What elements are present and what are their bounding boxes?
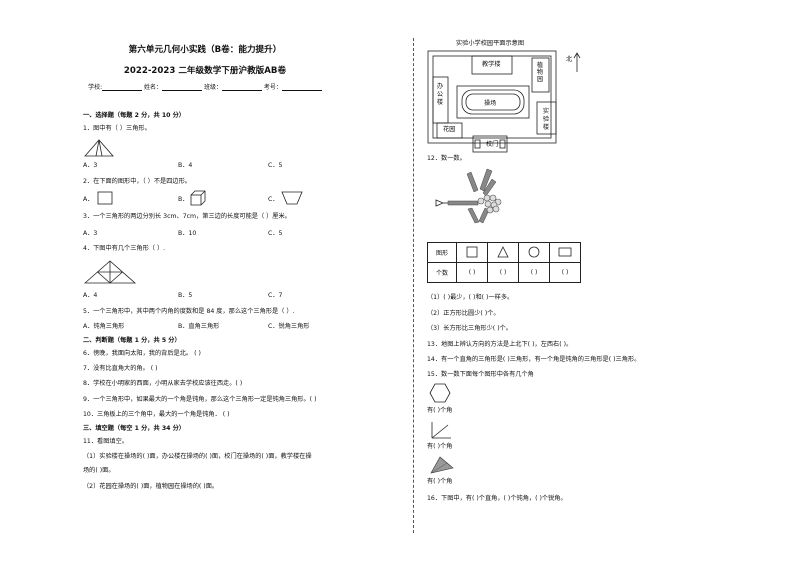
school-blank[interactable]	[102, 83, 143, 91]
question-3: 3．一个三角形的两边分别长 3cm、7cm，第三边的长度可能是（ ）厘米。	[83, 213, 291, 220]
number-blank[interactable]	[281, 83, 322, 91]
section-fill-heading: 三、填空题（每空 1 分，共 34 分）	[83, 425, 185, 432]
question-4: 4．下图中有几个三角形（ ）.	[83, 245, 166, 252]
table-cell-circle	[518, 242, 550, 263]
triangle-figure	[430, 456, 454, 474]
question-2: 2．在下面的图形中，（ ）不是四边形。	[83, 178, 191, 185]
q5-option-b[interactable]: B．直角三角形	[178, 323, 220, 330]
number-label: 考号：	[263, 84, 282, 91]
campus-map	[427, 50, 557, 153]
question-11: 11．看图填空。	[83, 438, 128, 445]
q1-triangle-figure	[84, 139, 114, 157]
triangle-icon	[497, 245, 509, 257]
question-11-part2: （2）花园在操场的( )面，植物园在操场的( )面。	[83, 483, 219, 490]
count-blank-triangle[interactable]: ( )	[487, 262, 519, 283]
student-info-line: 学校: 姓名： 班级： 考号：	[0, 82, 410, 91]
question-9: 9．一个三角形中，如果最大的一个角是钝角，那么这个三角形一定是钝角三角形。( )	[83, 396, 317, 403]
question-13: 13．地图上辨认方向的方法是上北下( )，左西右( )。	[427, 341, 573, 348]
map-label-lab-building: 实验楼	[542, 108, 550, 131]
q4-triangle-figure	[83, 260, 137, 284]
question-14: 14．有一个直角的三角形是( )三角形，有一个角是钝角的三角形是( )三角形。	[427, 356, 641, 363]
square-icon	[466, 246, 478, 257]
table-row-label-count: 个数	[427, 262, 457, 283]
q1-option-a[interactable]: A．3	[83, 162, 98, 169]
q15-answer-3: 有( )个角	[427, 478, 453, 485]
question-12-part1: （1）( )最少，( )和( )一样多。	[427, 294, 514, 301]
q1-option-c[interactable]: C．5	[268, 162, 283, 169]
rectangle-icon	[558, 247, 572, 256]
count-blank-rectangle[interactable]: ( )	[549, 262, 581, 283]
q2-option-c[interactable]: C．	[268, 196, 279, 203]
north-arrow-icon	[573, 52, 581, 72]
class-blank[interactable]	[221, 83, 262, 91]
q4-option-c[interactable]: C．7	[268, 292, 283, 299]
shape-count-table: 图形 个数 ( ) ( ) ( ) ( )	[427, 242, 581, 283]
question-11-part1: （1）实验楼在操场的( )面，办公楼在操场的( )面，校门在操场的( )面，教学…	[83, 453, 312, 460]
q3-option-b[interactable]: B．10	[178, 230, 197, 237]
angle-figure	[431, 422, 451, 439]
q4-option-b[interactable]: B．5	[178, 292, 193, 299]
section-choice-heading: 一、选择题（每题 2 分，共 10 分）	[83, 112, 185, 119]
question-8: 8．学校在小明家的西面，小明从家去学校应该往西走。( )	[83, 380, 243, 387]
square-shape-icon	[97, 191, 113, 205]
map-label-teaching-building: 教学楼	[482, 61, 501, 68]
name-blank[interactable]	[162, 83, 203, 91]
q15-answer-2: 有( )个角	[427, 443, 453, 450]
q2-option-a[interactable]: A．	[83, 196, 94, 203]
circle-icon	[528, 246, 540, 257]
map-title: 实验小学校园平面示意图	[456, 40, 525, 47]
map-label-playground: 操场	[484, 100, 497, 107]
question-10: 10．三角板上的三个角中，最大的一个角是钝角． ( )	[83, 411, 230, 418]
q5-option-c[interactable]: C．锐角三角形	[268, 323, 310, 330]
table-cell-rectangle	[549, 242, 581, 263]
map-label-flower-garden: 花园	[443, 126, 456, 133]
school-label: 学校:	[88, 84, 103, 91]
count-blank-circle[interactable]: ( )	[518, 262, 550, 283]
question-12-part2: （2）正方形比圆少( )个。	[427, 310, 500, 317]
table-cell-triangle	[487, 242, 519, 263]
map-label-office-building: 办公楼	[436, 83, 444, 106]
map-label-school-gate: 校门	[486, 141, 499, 148]
section-judge-heading: 二、判断题（每题 1 分，共 5 分）	[83, 337, 181, 344]
q5-option-a[interactable]: A．钝角三角形	[83, 323, 125, 330]
question-1: 1．图中有（ ）三角形。	[83, 125, 151, 132]
question-12: 12．数一数。	[427, 155, 466, 162]
q4-option-a[interactable]: A．4	[83, 292, 98, 299]
class-label: 班级：	[203, 84, 222, 91]
q3-option-c[interactable]: C．5	[268, 230, 283, 237]
map-label-botanical-garden: 植物园	[536, 62, 544, 83]
table-cell-square	[456, 242, 488, 263]
cube-shape-icon	[190, 190, 206, 206]
q3-option-a[interactable]: A．3	[83, 230, 98, 237]
question-5: 5．一个三角形中，其中两个内角的度数和是 84 度，那么这个三角形是（ ）.	[83, 308, 295, 315]
q1-option-b[interactable]: B．4	[178, 162, 193, 169]
column-divider	[413, 38, 414, 533]
q12-figure	[435, 168, 502, 224]
trapezoid-shape-icon	[281, 191, 303, 205]
question-7: 7．没有比直角大的角。 ( )	[83, 365, 158, 372]
q2-option-b[interactable]: B．	[178, 196, 189, 203]
q15-answer-1: 有( )个角	[427, 407, 453, 414]
table-row-label-shape: 图形	[427, 242, 457, 263]
question-11-part1-cont: 场的( )面。	[83, 467, 115, 474]
question-15: 15．数一数下面每个图形中各有几个角	[427, 371, 534, 378]
hexagon-figure	[429, 383, 451, 403]
question-12-part3: （3）长方形比三角形少( )个。	[427, 325, 512, 332]
question-16: 16．下图中，有( )个直角，( )个钝角，( )个锐角。	[427, 495, 567, 502]
page-title: 第六单元几何小实践（B卷：能力提升）	[128, 45, 282, 55]
north-label: 北	[566, 56, 573, 63]
count-blank-square[interactable]: ( )	[456, 262, 488, 283]
question-6: 6．傍晚，我面向太阳，我的背后是北。 ( )	[83, 350, 201, 357]
name-label: 姓名：	[144, 84, 163, 91]
page-subtitle: 2022-2023 二年级数学下册沪教版AB卷	[123, 66, 287, 76]
